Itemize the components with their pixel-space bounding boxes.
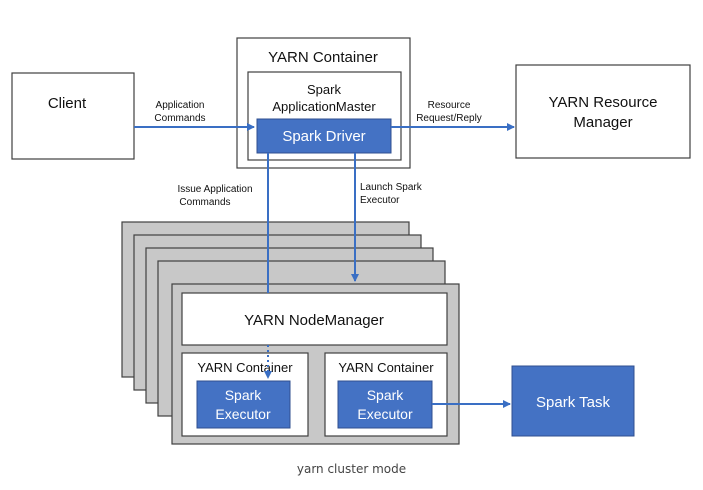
spark-executor-right [337,380,433,429]
client-box [11,72,135,160]
resource-manager-box [515,64,691,159]
spark-task-label: Spark Task [536,394,610,411]
yarn-container-top-title: YARN Container [268,49,378,66]
app-master-line2: ApplicationMaster [272,99,376,114]
yarn-container-left-title: YARN Container [197,360,293,375]
launch-executor-line2: Executor [360,195,400,206]
app-commands-line2: Commands [154,113,205,124]
launch-executor-line1: Launch Spark [360,182,423,193]
issue-commands-line2: Commands [179,197,230,208]
spark-executor-left [196,380,291,429]
yarn-container-right-title: YARN Container [338,360,434,375]
app-commands-line1: Application [156,100,205,111]
spark-executor-left-line2: Executor [215,406,271,422]
app-master-line1: Spark [307,82,341,97]
issue-commands-line1: Issue Application [177,184,252,195]
spark-driver-box [256,118,392,154]
resource-req-line2: Request/Reply [416,113,482,124]
node-manager-box [181,292,448,346]
diagram-caption: yarn cluster mode [296,462,407,476]
node-manager-label: YARN NodeManager [244,312,384,329]
resource-manager-line2: Manager [573,114,632,131]
spark-executor-left-line1: Spark [225,387,263,403]
spark-task-box [511,365,635,437]
spark-driver-label: Spark Driver [282,128,365,145]
spark-executor-right-line1: Spark [367,387,405,403]
client-label: Client [48,95,87,112]
spark-executor-right-line2: Executor [357,406,413,422]
resource-req-line1: Resource [428,100,471,111]
resource-manager-line1: YARN Resource [549,94,658,111]
